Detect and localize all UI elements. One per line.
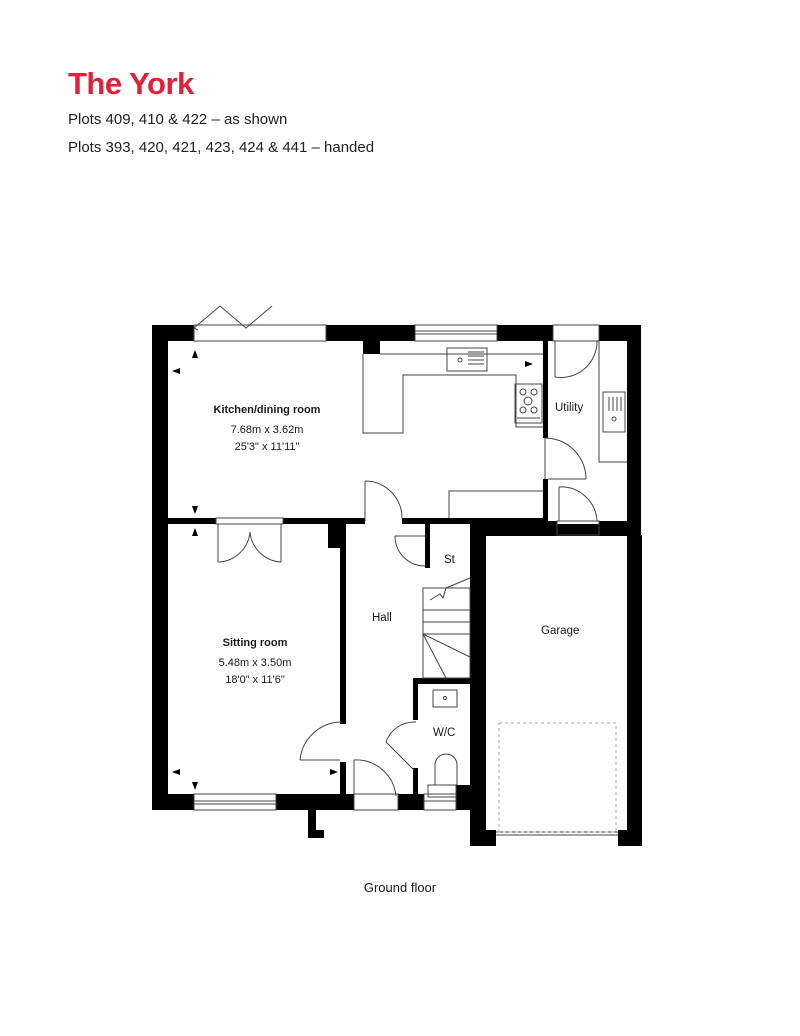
floor-caption: Ground floor: [363, 880, 437, 895]
room-name: Kitchen/dining room: [213, 404, 321, 416]
room-kitchen-dining: Kitchen/dining room 7.68m x 3.62m 25'3" …: [199, 404, 335, 456]
room-name: Sitting room: [222, 637, 288, 649]
page-title: The York: [68, 66, 194, 101]
room-store: St: [444, 554, 455, 566]
room-metric: 5.48m x 3.50m: [218, 657, 292, 669]
plots-as-shown: Plots 409, 410 & 422 – as shown: [68, 111, 288, 128]
room-sitting: Sitting room 5.48m x 3.50m 18'0" x 11'6": [195, 637, 315, 689]
room-imperial: 18'0" x 11'6": [225, 674, 285, 686]
room-metric: 7.68m x 3.62m: [230, 424, 304, 436]
room-garage: Garage: [541, 625, 580, 637]
room-hall: Hall: [372, 612, 392, 624]
walls: [152, 325, 642, 846]
plots-handed: Plots 393, 420, 421, 423, 424 & 441 – ha…: [68, 139, 375, 156]
room-utility: Utility: [555, 402, 584, 414]
room-wc: W/C: [433, 727, 456, 739]
room-imperial: 25'3" x 11'11": [234, 441, 300, 453]
